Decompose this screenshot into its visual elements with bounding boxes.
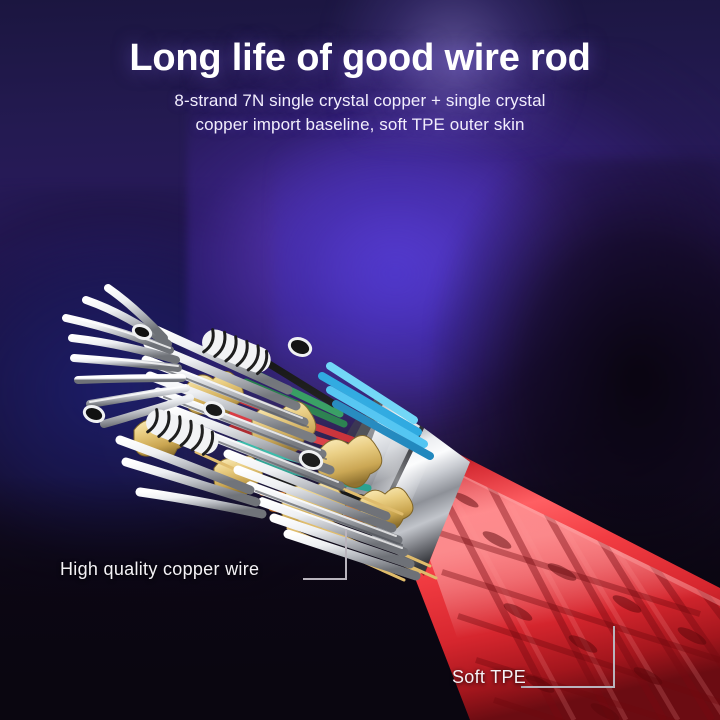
page-title: Long life of good wire rod <box>129 37 591 79</box>
cable-jacket-tpe <box>408 452 720 720</box>
subtitle-line-1: 8-strand 7N single crystal copper + sing… <box>174 91 546 111</box>
leader-line-horizontal <box>303 578 347 580</box>
leader-line-horizontal <box>521 686 615 688</box>
background-top-highlight <box>331 0 576 144</box>
callout-label-copper-wire: High quality copper wire <box>60 559 260 579</box>
headline-block: Long life of good wire rod 8-strand 7N s… <box>0 38 720 138</box>
callout-label-soft-tpe: Soft TPE <box>452 667 527 687</box>
subtitle-line-2: copper import baseline, soft TPE outer s… <box>195 115 525 135</box>
page-subtitle: 8-strand 7N single crystal copper + sing… <box>0 89 720 137</box>
leader-line-vertical <box>345 529 347 580</box>
leader-line-vertical <box>613 626 615 688</box>
